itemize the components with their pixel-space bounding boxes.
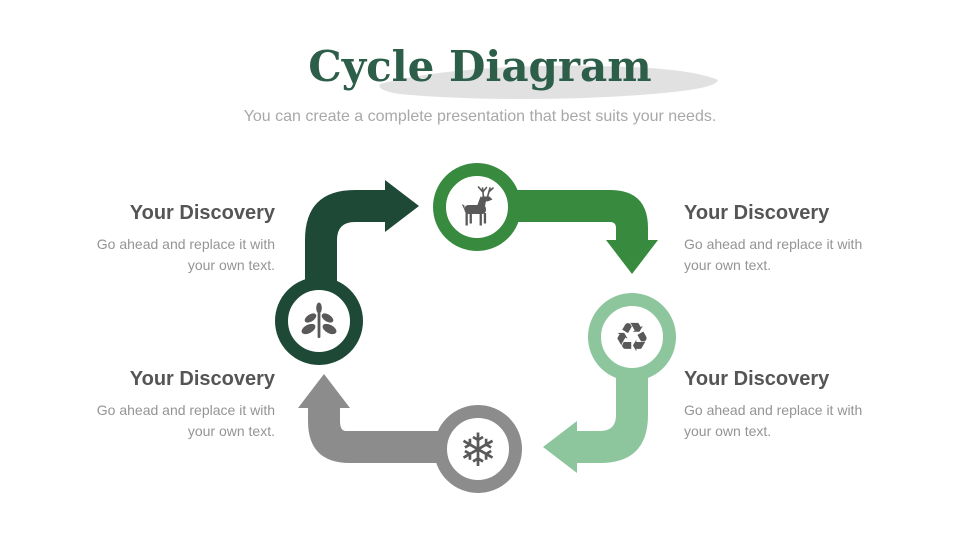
label-bottom-right: Your Discovery Go ahead and replace it w… <box>684 368 884 442</box>
recycle-icon: ♻ <box>614 315 650 361</box>
label-bottom-left: Your Discovery Go ahead and replace it w… <box>75 368 275 442</box>
snowflake-icon: ❄ <box>459 423 498 477</box>
label-top-right: Your Discovery Go ahead and replace it w… <box>684 202 884 276</box>
arrow-deer-to-recycle <box>505 190 658 274</box>
label-heading: Your Discovery <box>129 202 275 224</box>
deer-icon <box>461 186 494 226</box>
label-body: Go ahead and replace it with your own te… <box>96 236 275 273</box>
arrow-recycle-to-snowflake <box>543 372 648 473</box>
label-body: Go ahead and replace it with your own te… <box>684 236 863 273</box>
plant-icon <box>301 302 337 338</box>
arrow-plant-to-deer <box>305 180 419 300</box>
slide-title: Cycle Diagram <box>308 42 652 91</box>
arrow-snowflake-to-plant <box>298 374 445 463</box>
title-brush-stroke <box>379 65 718 100</box>
label-body: Go ahead and replace it with your own te… <box>684 402 863 439</box>
slide-subtitle: You can create a complete presentation t… <box>243 108 717 125</box>
label-top-left: Your Discovery Go ahead and replace it w… <box>75 202 275 276</box>
label-body: Go ahead and replace it with your own te… <box>96 402 275 439</box>
label-heading: Your Discovery <box>129 368 275 390</box>
node-ring-snowflake <box>434 405 522 493</box>
label-heading: Your Discovery <box>684 202 830 224</box>
node-ring-recycle <box>588 293 676 381</box>
label-heading: Your Discovery <box>684 368 830 390</box>
